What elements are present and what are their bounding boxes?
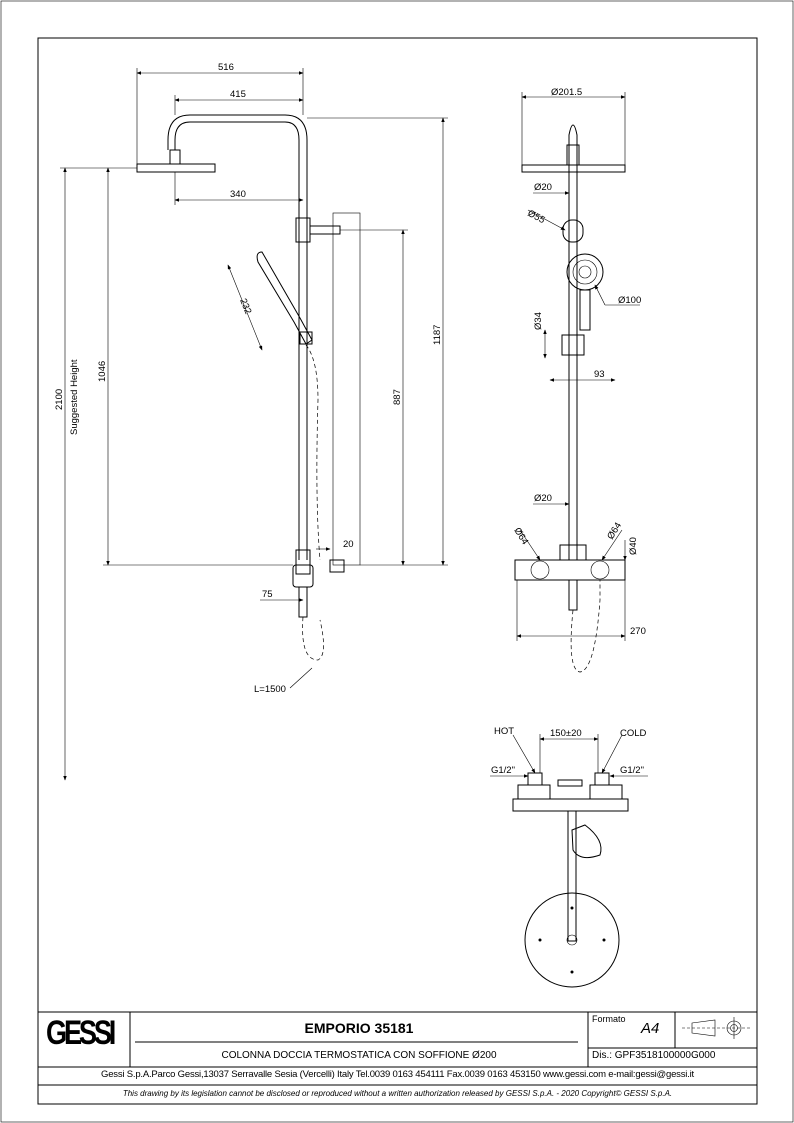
dim-340: 340 [230,189,246,200]
dia-201-5: Ø201.5 [551,87,582,98]
product-description: COLONNA DOCCIA TERMOSTATICA CON SOFFIONE… [221,1050,497,1061]
hose-length: L=1500 [254,684,286,695]
shower-head-side [136,163,216,173]
shower-head-front [521,164,626,173]
dia-20-low: Ø20 [534,493,552,504]
format-value: A4 [641,1020,660,1037]
title-block-lines [38,1011,757,1086]
hand-shower-side [256,251,313,345]
shower-head-plan [524,892,620,988]
dia-64-left: Ø64 [511,526,530,547]
product-title: EMPORIO 35181 [304,1020,414,1036]
format-label: Formato [592,1014,626,1024]
company-info: Gessi S.p.A.Parco Gessi,13037 Serravalle… [101,1069,694,1080]
dim-1046: 1046 [97,361,108,382]
dia-20-top: Ø20 [534,182,552,193]
wall-bracket [309,225,341,235]
side-view: 516 415 340 232 2100 Suggested Height 10… [54,62,448,781]
dim-20: 20 [343,539,354,550]
dia-100: Ø100 [618,295,641,306]
dim-1187: 1187 [432,325,443,345]
dim-887: 887 [392,389,403,405]
thread-right: G1/2" [620,765,644,776]
front-view: Ø201.5 Ø20 Ø55 Ø100 Ø34 93 Ø20 Ø64 Ø64 Ø… [511,87,646,673]
column-pipe [174,121,300,560]
mixer-front [514,559,626,581]
dim-2100: 2100 [54,389,65,410]
wall-hatch [332,212,361,566]
cold-label: COLD [620,728,647,739]
suggested-height-label: Suggested Height [69,359,80,435]
dim-270: 270 [630,626,646,637]
drawing-number: Dis.: GPF3518100000G000 [592,1050,716,1061]
hose [302,616,324,661]
dia-34: Ø34 [533,312,544,330]
copyright-notice: This drawing by its legislation cannot b… [122,1089,673,1098]
dim-75: 75 [262,589,273,600]
dim-93: 93 [594,369,605,380]
column-front [568,124,578,560]
dia-55: Ø55 [526,208,547,226]
thread-left: G1/2" [491,765,515,776]
hot-label: HOT [494,726,514,737]
drawing-frame [37,37,758,1105]
spacing-label: 150±20 [550,728,582,739]
hand-shower-front [566,253,604,291]
dim-516: 516 [218,62,234,73]
dim-415: 415 [230,89,246,100]
dia-40: Ø40 [628,537,639,555]
dim-232: 232 [237,297,253,316]
gessi-logo: GESSI [46,1014,116,1052]
projection-symbol-icon [691,1019,716,1037]
plan-view: HOT COLD 150±20 G1/2" G1/2" [490,726,648,988]
